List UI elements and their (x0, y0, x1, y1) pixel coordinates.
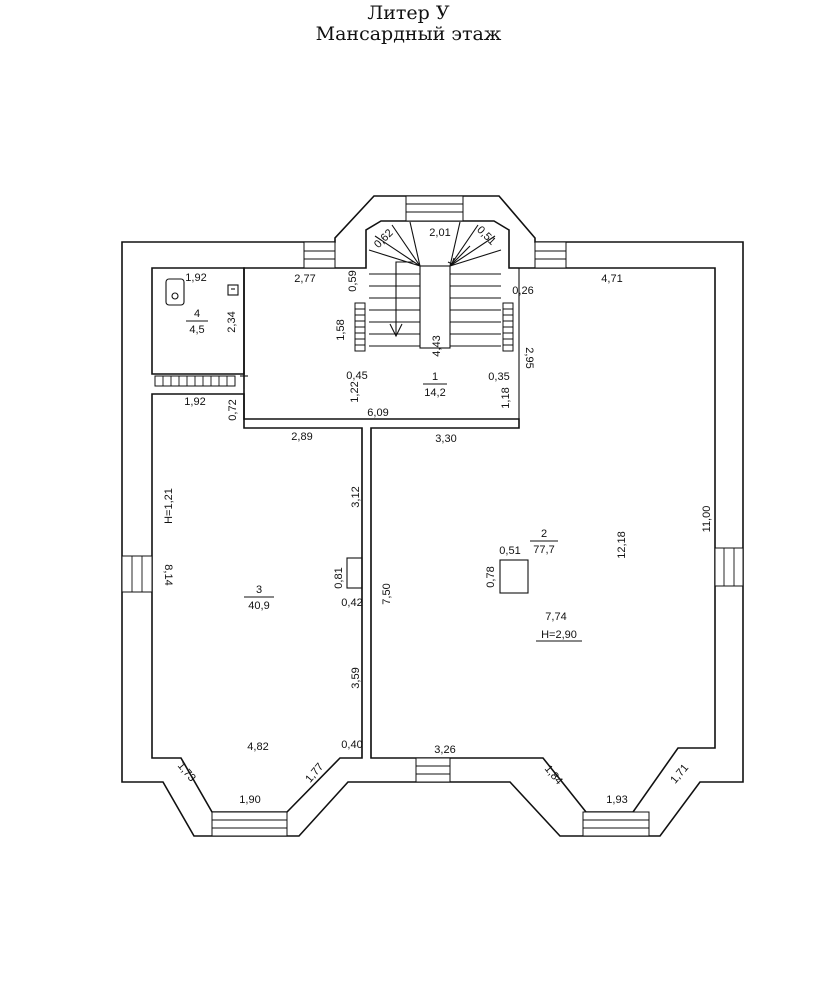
staircase (368, 221, 502, 349)
dim-label: 6,09 (367, 407, 388, 419)
dim-label: 1,71 (668, 762, 691, 786)
dim-label: 1,92 (184, 396, 205, 408)
window-bottom-right (582, 811, 650, 837)
window-top-left (303, 241, 336, 269)
column (499, 559, 529, 594)
dim-label: 1,22 (349, 381, 361, 402)
dim-label: 2,34 (226, 311, 238, 332)
room-label-2: 2 77,7 H=2,90 (530, 528, 582, 642)
toilet-icon (165, 278, 185, 306)
dim-label: 0,35 (488, 371, 509, 383)
sink-icon (227, 284, 239, 296)
dim-label: 7,50 (381, 583, 393, 604)
room-3-height: H=1,21 (163, 488, 175, 524)
dim-label: 0,40 (341, 739, 362, 751)
partitions (346, 267, 529, 758)
dim-label: 7,74 (545, 611, 566, 623)
dim-label: 0,81 (333, 567, 345, 588)
dim-label: 3,59 (350, 667, 362, 688)
dim-label: 12,18 (616, 531, 628, 559)
room-label-1: 1 14,2 (423, 371, 447, 399)
dim-label: 3,30 (435, 433, 456, 445)
outer-walls (121, 195, 744, 837)
dim-label: 0,45 (346, 370, 367, 382)
window-top-stair (405, 195, 464, 222)
dim-label: 11,00 (701, 506, 713, 533)
dim-label: 4,43 (431, 335, 443, 356)
dim-label: 1,18 (500, 387, 512, 408)
dim-label: 2,01 (429, 227, 450, 239)
room-1-area: 14,2 (424, 387, 445, 399)
radiator-stair-right (502, 302, 514, 352)
dim-label: 0,51 (499, 545, 520, 557)
room-label-4: 4 4,5 (186, 308, 208, 336)
room-4-area: 4,5 (189, 324, 204, 336)
room-3-number: 3 (256, 584, 262, 596)
room-2-area: 77,7 (533, 544, 554, 556)
dim-label: 2,89 (291, 431, 312, 443)
dim-label: 0,51 (474, 224, 498, 248)
room-2-number: 2 (541, 528, 547, 540)
room-2-height: H=2,90 (541, 629, 577, 641)
dim-label: 4,82 (247, 741, 268, 753)
dim-label: 0,59 (347, 270, 359, 291)
dim-label: 1,93 (606, 794, 627, 806)
dim-label: 4,71 (601, 273, 622, 285)
dim-label: 3,26 (434, 744, 455, 756)
dim-label: 8,14 (162, 564, 174, 585)
room-label-3: 3 40,9 H=1,21 (163, 488, 274, 612)
dim-label: 0,78 (485, 566, 497, 587)
drawing-title: Литер У (367, 2, 450, 24)
dim-label: 0,42 (341, 597, 362, 609)
dim-label: 0,72 (227, 399, 239, 420)
radiator-bath (154, 375, 236, 387)
window-bottom-left (211, 811, 288, 837)
radiator-stair-left (354, 302, 366, 352)
window-bottom-middle (415, 757, 451, 783)
dim-label: 0,26 (512, 285, 533, 297)
room-1-number: 1 (432, 371, 438, 383)
radiators (154, 302, 514, 387)
dim-label: 3,12 (350, 486, 362, 507)
window-right (714, 547, 744, 587)
dim-label: 1,58 (335, 319, 347, 340)
dim-label: 1,84 (542, 763, 565, 787)
floor-name: Мансардный этаж (315, 23, 502, 45)
dim-label: 2,77 (294, 273, 315, 285)
window-left (121, 555, 153, 593)
dim-label: 1,90 (239, 794, 260, 806)
dim-label: 2,95 (523, 347, 535, 368)
windows (121, 195, 744, 837)
room-4-number: 4 (194, 308, 200, 320)
dim-label: 1,77 (303, 761, 326, 785)
room-3-area: 40,9 (248, 600, 269, 612)
window-top-right (534, 241, 567, 269)
dim-label: 1,92 (185, 272, 206, 284)
